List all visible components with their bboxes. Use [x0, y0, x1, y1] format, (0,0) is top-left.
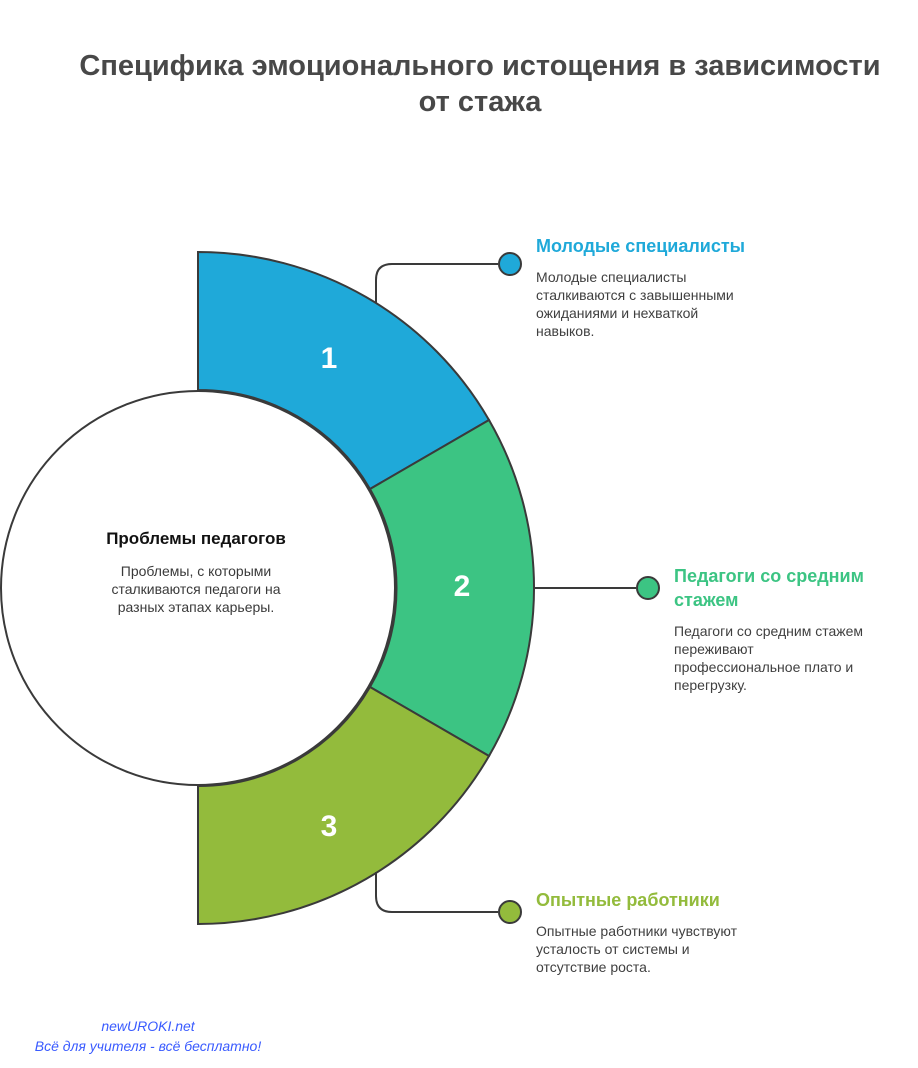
center-label: Проблемы педагогов Проблемы, с которыми …: [90, 528, 302, 616]
watermark: newUROKI.net Всё для учителя - всё беспл…: [18, 1016, 278, 1056]
segment-2: [368, 418, 536, 758]
segment-number-2: 2: [453, 570, 471, 603]
item-3-title: Опытные работники: [536, 890, 720, 910]
center-title: Проблемы педагогов: [106, 529, 286, 548]
segment-1: [197, 250, 491, 491]
diagram-title: Специфика эмоционального истощения в зав…: [79, 50, 881, 118]
segment-3: [197, 685, 491, 926]
segment-number-1: 1: [320, 342, 338, 375]
item-2-description: Педагоги со средним стажем переживают пр…: [674, 623, 864, 693]
item-3-description: Опытные работники чувствуют усталость от…: [536, 923, 738, 975]
center-circle: [0, 390, 396, 786]
watermark-slogan: Всё для учителя - всё бесплатно!: [34, 1038, 262, 1054]
item-1: Молодые специалисты Молодые специалисты …: [536, 234, 746, 340]
item-3: Опытные работники Опытные работники чувс…: [536, 888, 746, 976]
item-1-description: Молодые специалисты сталкиваются с завыш…: [536, 269, 734, 339]
marker-dot-1: [498, 252, 522, 276]
item-1-title: Молодые специалисты: [536, 236, 746, 256]
center-description: Проблемы, с которыми сталкиваются педаго…: [111, 563, 281, 615]
item-2: Педагоги со средним стажем Педагоги со с…: [674, 564, 874, 694]
item-2-title: Педагоги со средним стажем: [674, 566, 864, 610]
marker-dot-3: [498, 900, 522, 924]
segment-number-3: 3: [320, 810, 338, 843]
watermark-site: newUROKI.net: [101, 1018, 195, 1034]
marker-dot-2: [636, 576, 660, 600]
connector-1: [375, 263, 498, 303]
connector-3: [375, 872, 498, 913]
